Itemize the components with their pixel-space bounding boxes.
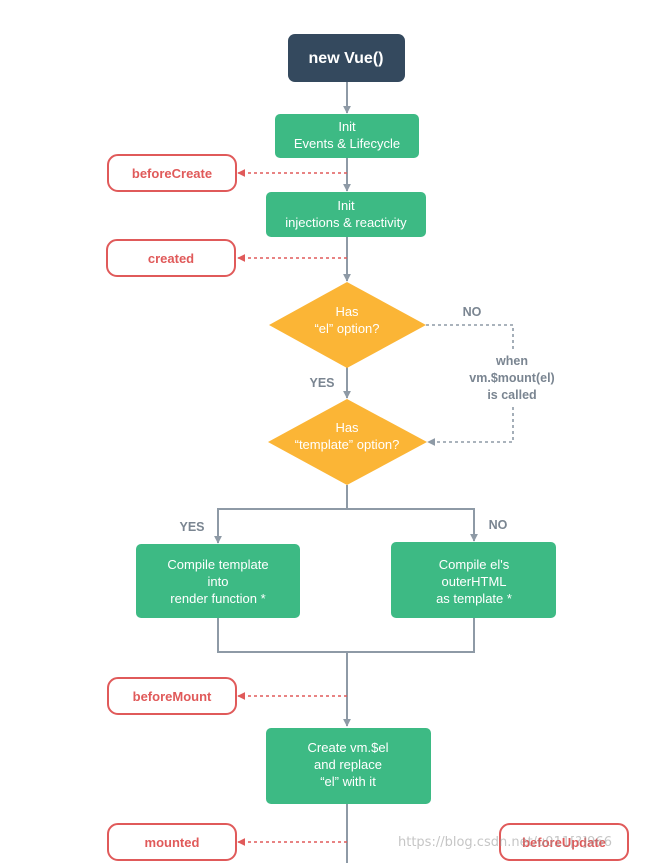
label-el-yes: YES xyxy=(309,376,334,390)
watermark-text: https://blog.csdn.net/u011[?]966 xyxy=(398,835,612,850)
condition-has-template: Has “template” option? xyxy=(268,399,427,485)
hook-mounted-label: mounted xyxy=(145,835,200,850)
node-compile-template-line-2: into xyxy=(208,574,229,589)
condition-has-el: Has “el” option? xyxy=(269,282,426,368)
hook-before-create-label: beforeCreate xyxy=(132,166,212,181)
node-compile-template: Compile template into render function * xyxy=(136,544,300,618)
node-init-events-line-1: Init xyxy=(338,119,356,134)
hook-mounted: mounted xyxy=(107,823,237,861)
node-compile-el-line-1: Compile el's xyxy=(439,557,510,572)
node-init-injections-line-1: Init xyxy=(337,198,355,213)
hook-before-update-label: beforeUpdate xyxy=(522,835,606,850)
label-template-yes: YES xyxy=(179,520,204,534)
edge-has-template-split xyxy=(214,485,348,544)
hook-before-update: beforeUpdate xyxy=(499,823,629,861)
connectors xyxy=(214,82,478,863)
node-create-el-line-2: and replace xyxy=(314,757,382,772)
edge-has-el-no xyxy=(426,324,514,350)
node-compile-el-line-2: outerHTML xyxy=(441,574,506,589)
label-mount-line-3: is called xyxy=(487,388,536,402)
label-mount-line-1: when xyxy=(495,354,528,368)
node-new-vue: new Vue() xyxy=(288,34,405,82)
node-compile-el-line-3: as template * xyxy=(436,591,512,606)
label-template-no: NO xyxy=(489,518,508,532)
hook-connectors xyxy=(237,169,347,846)
hook-created: created xyxy=(106,239,236,277)
node-new-vue-label: new Vue() xyxy=(309,50,384,67)
node-init-injections: Init injections & reactivity xyxy=(266,192,426,237)
hook-before-mount-label: beforeMount xyxy=(133,689,212,704)
condition-has-el-line-1: Has xyxy=(335,304,359,319)
edge-compile-merge xyxy=(217,618,475,653)
node-create-el-line-3: “el” with it xyxy=(320,774,376,789)
node-init-events: Init Events & Lifecycle xyxy=(275,114,419,158)
node-compile-el: Compile el's outerHTML as template * xyxy=(391,542,556,618)
node-create-el-line-1: Create vm.$el xyxy=(308,740,389,755)
edge-mount-to-has-template xyxy=(427,407,514,446)
condition-has-template-line-1: Has xyxy=(335,420,359,435)
node-compile-template-line-3: render function * xyxy=(170,591,265,606)
node-init-events-line-2: Events & Lifecycle xyxy=(294,136,400,151)
condition-has-el-line-2: “el” option? xyxy=(314,321,379,336)
mount-call-branch xyxy=(426,324,514,446)
label-el-no: NO xyxy=(463,305,482,319)
hook-before-create: beforeCreate xyxy=(107,154,237,192)
edge-has-template-no xyxy=(347,508,478,542)
node-init-injections-line-2: injections & reactivity xyxy=(285,215,407,230)
node-create-el: Create vm.$el and replace “el” with it xyxy=(266,728,431,804)
hook-created-label: created xyxy=(148,251,194,266)
node-compile-template-line-1: Compile template xyxy=(167,557,268,572)
hook-before-mount: beforeMount xyxy=(107,677,237,715)
label-mount-line-2: vm.$mount(el) xyxy=(469,371,554,385)
condition-has-template-line-2: “template” option? xyxy=(295,437,400,452)
